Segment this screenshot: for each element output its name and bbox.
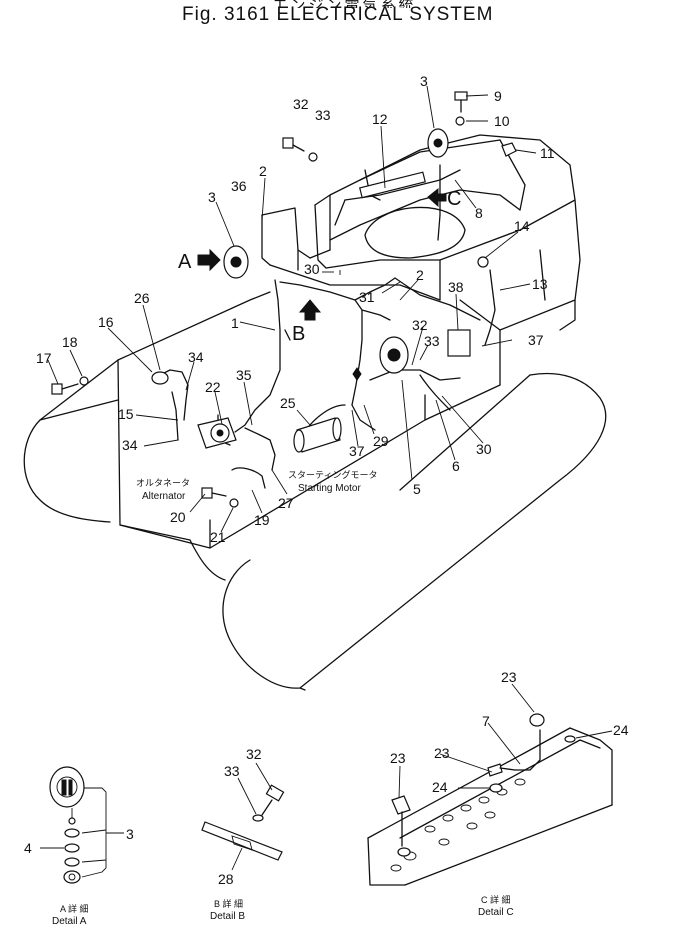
- callout-30-upper: 30: [304, 261, 320, 277]
- callout-3-top: 3: [420, 73, 428, 89]
- bolt-9: [454, 91, 468, 113]
- title-line-japanese: エンジン電気系統: [0, 0, 689, 8]
- callout-34-upper: 34: [188, 349, 204, 365]
- callout-3-left: 3: [208, 189, 216, 205]
- alternator-label: Alternator: [142, 491, 186, 502]
- callout-22: 22: [205, 379, 221, 395]
- callout-28: 28: [218, 871, 234, 887]
- callout-7: 7: [482, 713, 490, 729]
- crawler-track-right: [222, 372, 607, 691]
- components: [51, 91, 517, 508]
- connector-26: [151, 371, 169, 385]
- detail-a-label-jp: A 詳 細: [60, 903, 89, 914]
- callout-14: 14: [514, 218, 530, 234]
- callout-38: 38: [448, 279, 464, 295]
- callout-37-left: 37: [349, 443, 365, 459]
- callout-37-right: 37: [528, 332, 544, 348]
- bolt-17: [51, 383, 79, 395]
- callout-32-detail-b: 32: [246, 746, 262, 762]
- engine-frame: [117, 134, 581, 549]
- callout-32-right: 32: [412, 317, 428, 333]
- callout-31: 31: [359, 289, 375, 305]
- callout-10: 10: [494, 113, 510, 129]
- cable-bundle-12: [359, 171, 426, 199]
- detail-c-label: Detail C: [478, 907, 514, 918]
- callout-29: 29: [373, 433, 389, 449]
- figure-title: Fig. 3161 ELECTRICAL SYSTEM: [182, 4, 494, 25]
- washer-21: [229, 498, 239, 508]
- horn-left-center: [230, 256, 242, 268]
- alternator: [197, 417, 237, 449]
- view-arrow-b: [298, 299, 322, 321]
- callout-5: 5: [413, 481, 421, 497]
- washer-18: [79, 376, 89, 386]
- callout-24-left: 24: [432, 779, 448, 795]
- view-marker-c: C: [447, 188, 461, 210]
- view-arrow-c: [427, 187, 447, 208]
- view-marker-a: A: [178, 251, 192, 273]
- callout-25: 25: [280, 395, 296, 411]
- callout-23-middle: 23: [434, 745, 450, 761]
- callout-21: 21: [210, 529, 226, 545]
- grommet-14: [477, 256, 489, 268]
- callout-15: 15: [118, 406, 134, 422]
- callout-36: 36: [231, 178, 247, 194]
- fuse-marker: [352, 367, 362, 381]
- callout-34-lower: 34: [122, 437, 138, 453]
- detail-c-label-jp: C 詳 細: [481, 894, 511, 905]
- callout-23-top: 23: [501, 669, 517, 685]
- nut-11: [501, 142, 517, 157]
- callout-32-top: 32: [293, 96, 309, 112]
- horn-right-center: [387, 348, 401, 362]
- callout-2-lower: 2: [416, 267, 424, 283]
- callout-8: 8: [475, 205, 483, 221]
- callout-4: 4: [24, 840, 32, 856]
- callout-23-left: 23: [390, 750, 406, 766]
- callout-33-right: 33: [424, 333, 440, 349]
- bolt-20: [201, 487, 227, 499]
- starting-motor: [293, 417, 342, 453]
- detail-a-label: Detail A: [52, 916, 87, 925]
- washer-10: [455, 116, 465, 126]
- detail-a: 3 4 A 詳 細 Detail A: [24, 766, 134, 925]
- callout-11: 11: [540, 145, 555, 161]
- callout-20: 20: [170, 509, 186, 525]
- callout-6: 6: [452, 458, 460, 474]
- detail-b: 32 33 28 B 詳 細 Detail B: [201, 746, 285, 922]
- callout-13: 13: [532, 276, 548, 292]
- callout-16: 16: [98, 314, 114, 330]
- callout-33-top: 33: [315, 107, 331, 123]
- callout-35: 35: [236, 367, 252, 383]
- horn-top-center: [433, 138, 443, 148]
- bolt-32-top: [282, 137, 305, 152]
- detail-b-label-jp: B 詳 細: [214, 898, 243, 909]
- crawler-track-left: [23, 359, 226, 581]
- starting-motor-label: Starting Motor: [298, 483, 361, 494]
- callout-30-lower: 30: [476, 441, 492, 457]
- callout-19: 19: [254, 512, 270, 528]
- wiring-harness: [159, 164, 496, 489]
- callout-1: 1: [231, 315, 239, 331]
- detail-b-label: Detail B: [210, 911, 245, 922]
- starting-motor-label-jp: スターティングモータ: [288, 469, 377, 480]
- callout-26: 26: [134, 290, 150, 306]
- callouts-main: 1 2 2 3 3 5 6 8 9 10 11 12 13 14 15 16 1…: [36, 73, 555, 545]
- callout-18: 18: [62, 334, 78, 350]
- alternator-label-jp: オルタネータ: [136, 478, 190, 488]
- leader-lines: [47, 85, 537, 533]
- view-arrow-a: [197, 248, 221, 272]
- callout-12: 12: [372, 111, 388, 127]
- callout-3-detail-a: 3: [126, 826, 134, 842]
- callout-9: 9: [494, 88, 502, 104]
- callout-24-right: 24: [613, 722, 629, 738]
- relay-box: [447, 329, 471, 357]
- callout-33-detail-b: 33: [224, 763, 240, 779]
- washer-33-top: [308, 152, 318, 162]
- callout-27: 27: [278, 495, 294, 511]
- detail-c: 23 7 23 23 24 24 C 詳 細 Detail C: [367, 669, 629, 918]
- callout-17: 17: [36, 350, 52, 366]
- callout-2-upper: 2: [259, 163, 267, 179]
- view-marker-b: B: [292, 323, 305, 345]
